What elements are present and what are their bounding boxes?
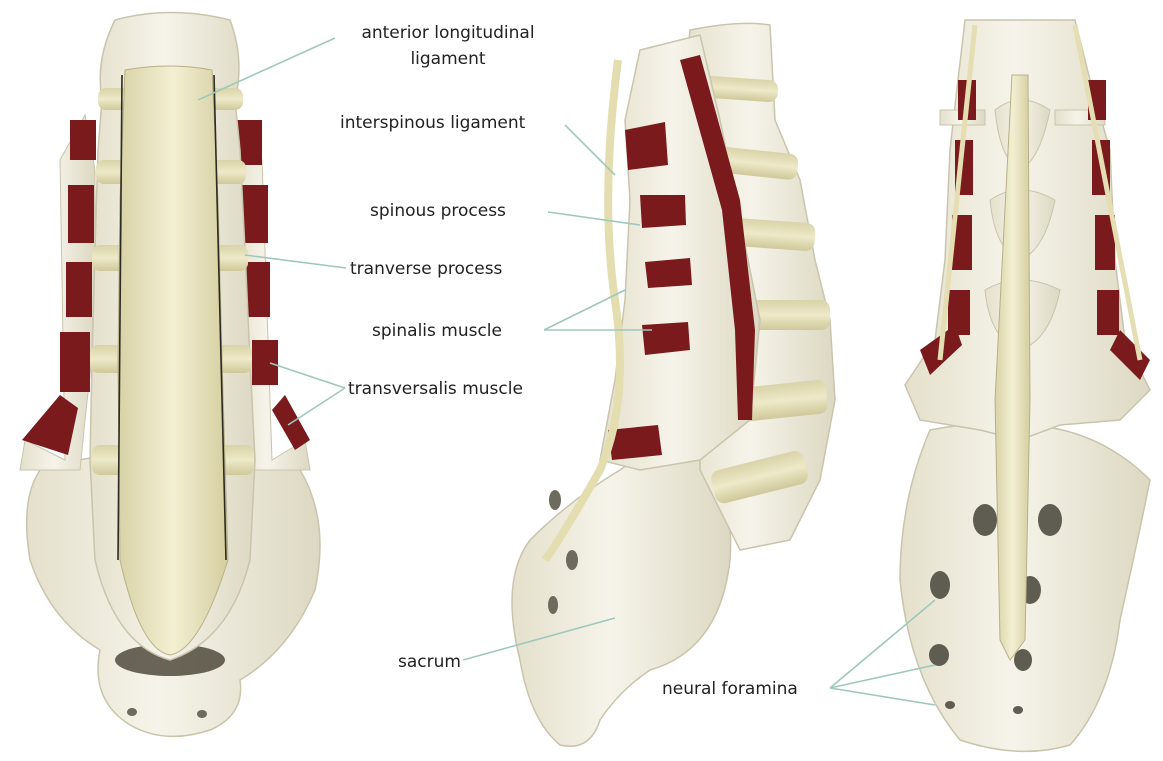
neural-foramen-3 bbox=[930, 571, 950, 599]
anterior-transversalis-left bbox=[20, 115, 96, 470]
sacral-foramen-left bbox=[127, 708, 137, 716]
neural-foramen-6 bbox=[1014, 649, 1032, 671]
label-interspinous-ligament: interspinous ligament bbox=[340, 113, 526, 133]
leader-transversalis-muscle-1 bbox=[270, 363, 345, 388]
neural-foramen-1 bbox=[973, 504, 997, 536]
label-tranverse-process: tranverse process bbox=[350, 259, 503, 279]
leader-neural-foramina-3 bbox=[830, 688, 935, 705]
neural-foramen-2 bbox=[1038, 504, 1062, 536]
label-spinous-process: spinous process bbox=[370, 201, 506, 221]
label-transversalis-muscle: transversalis muscle bbox=[348, 379, 523, 399]
anterior-longitudinal-ligament bbox=[118, 66, 228, 655]
leader-transversalis-muscle-2 bbox=[288, 388, 345, 425]
leader-spinous-process bbox=[548, 212, 640, 225]
lateral-view bbox=[512, 23, 835, 746]
label-spinalis-muscle: spinalis muscle bbox=[372, 321, 502, 341]
label-neural-foramina: neural foramina bbox=[662, 679, 798, 699]
label-sacrum: sacrum bbox=[398, 652, 461, 672]
neural-foramen-5 bbox=[929, 644, 949, 666]
leader-neural-foramina-2 bbox=[830, 665, 935, 688]
posterior-view bbox=[900, 20, 1150, 751]
lateral-sacrum bbox=[512, 452, 731, 746]
label-anterior-longitudinal-ligament-line1: anterior longitudinal bbox=[361, 23, 534, 43]
sacral-foramen-right bbox=[197, 710, 207, 718]
anterior-view bbox=[20, 13, 320, 737]
label-anterior-longitudinal-ligament-line2: ligament bbox=[410, 49, 485, 69]
